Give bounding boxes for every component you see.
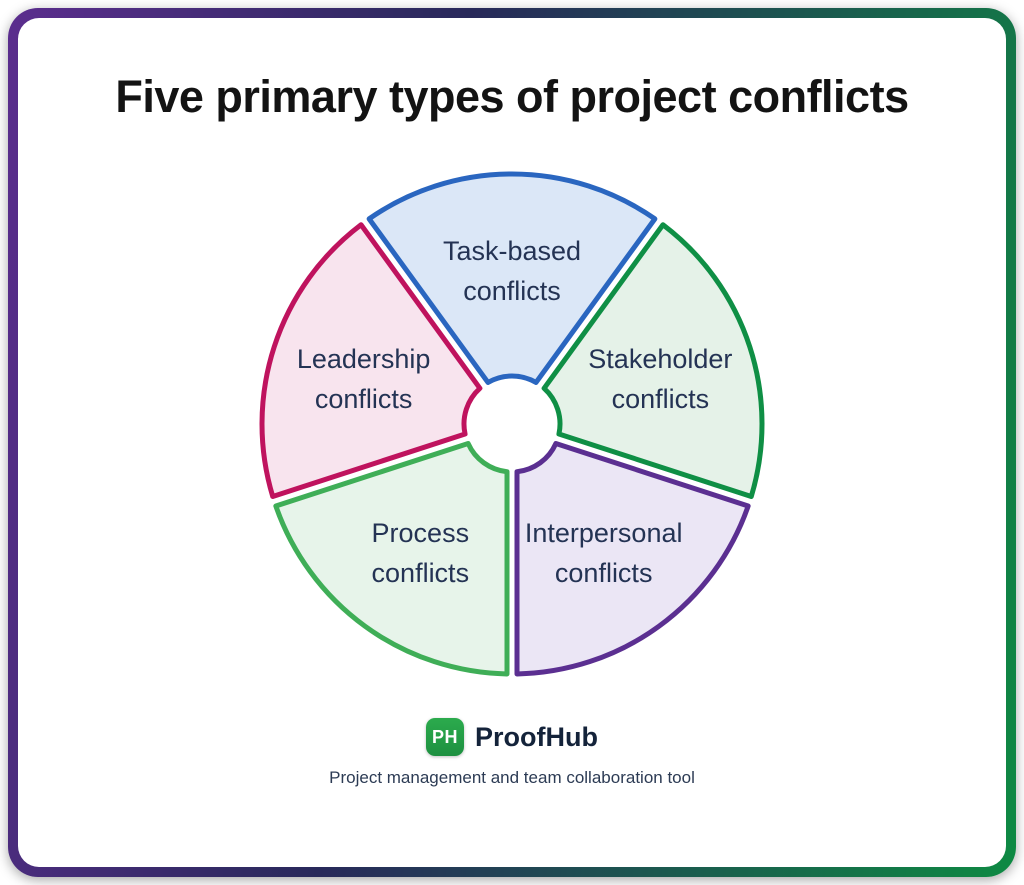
brand-tagline: Project management and team collaboratio… xyxy=(329,768,695,787)
pie-slice-task-based-conflicts xyxy=(366,171,658,385)
brand-footer: PH ProofHub xyxy=(426,718,598,756)
infographic-card: Five primary types of project conflicts … xyxy=(18,18,1006,867)
pie-slice-interpersonal-conflicts xyxy=(514,441,751,677)
pie-slice-leadership-conflicts xyxy=(259,222,483,499)
gradient-card-border: Five primary types of project conflicts … xyxy=(8,8,1016,877)
page-title: Five primary types of project conflicts xyxy=(115,71,909,122)
brand-name: ProofHub xyxy=(475,721,598,752)
logo-initials: PH xyxy=(431,726,458,747)
pie-slice-stakeholder-conflicts xyxy=(541,222,765,499)
pie-slice-process-conflicts xyxy=(273,441,510,677)
proofhub-logo-icon: PH xyxy=(426,718,464,756)
